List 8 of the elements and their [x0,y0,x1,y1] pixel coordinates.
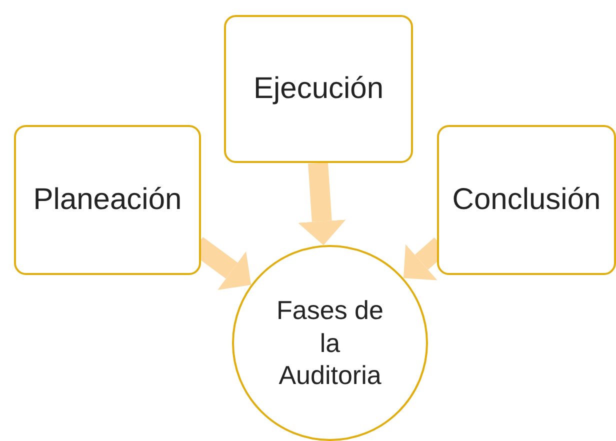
node-label: Fases de la Auditoria [276,294,384,392]
phase-box [437,125,616,275]
node-label: Conclusión [452,182,601,218]
phase-box [14,125,201,275]
node-label: Planeación [33,182,182,218]
block-arrow [298,162,346,246]
node-label: Ejecución [253,71,384,108]
phase-box [224,15,413,163]
